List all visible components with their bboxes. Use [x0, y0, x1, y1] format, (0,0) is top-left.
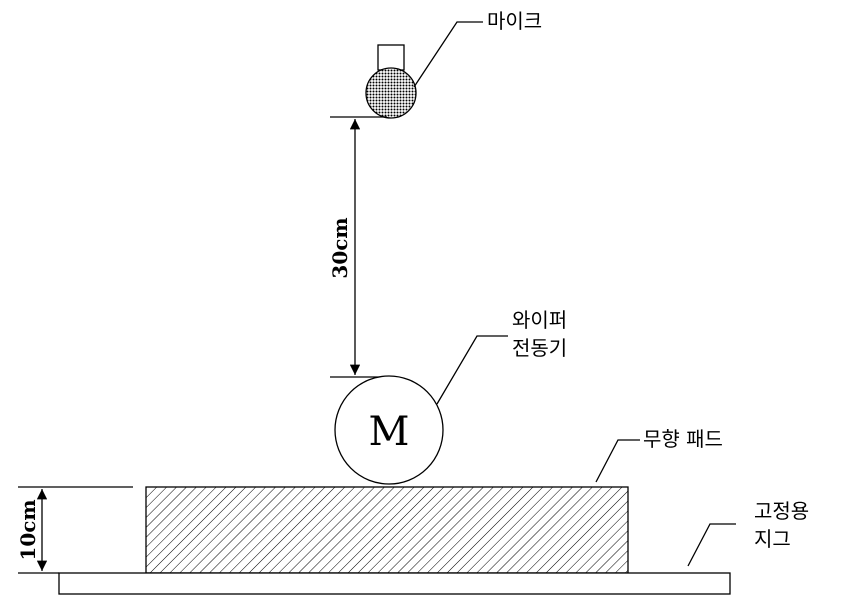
motor-leader-line [436, 335, 508, 405]
microphone-label: 마이크 [487, 9, 542, 33]
anechoic-pad [145, 486, 629, 574]
motor-symbol: M [369, 409, 410, 455]
microphone-leader-line [413, 21, 483, 88]
dim-10cm-label: 10cm [16, 499, 40, 560]
jig-label-line2: 지그 [754, 527, 791, 551]
jig-leader-line [687, 523, 736, 567]
dim-30cm-label: 30cm [328, 217, 352, 278]
wiper-motor [334, 375, 444, 485]
pad-leader-line [595, 439, 640, 483]
jig-label-line1: 고정용 [754, 499, 809, 523]
motor-label-line1: 와이퍼 [512, 308, 567, 332]
microphone [365, 44, 417, 119]
microphone-body [377, 44, 405, 71]
fixing-jig [58, 572, 731, 595]
motor-label-line2: 전동기 [512, 336, 567, 360]
microphone-head [365, 67, 417, 119]
pad-label: 무향 패드 [643, 427, 723, 451]
